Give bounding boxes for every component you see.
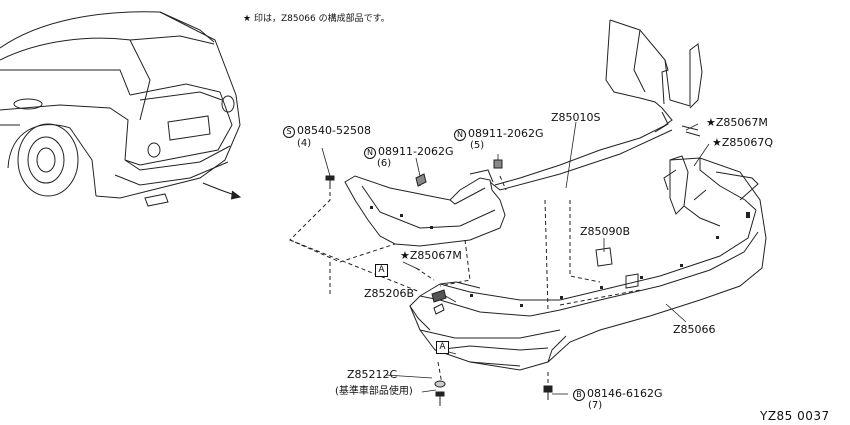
part-number: Z85010S	[551, 111, 601, 124]
part-number: Z85090B	[580, 225, 631, 238]
part-number: Z85067Q	[721, 136, 774, 149]
part-number: 08911-2062G	[378, 145, 454, 158]
part-number: 08540-52508	[297, 124, 371, 137]
callout-z85010s[interactable]: Z85010S	[551, 112, 601, 124]
n-circle-icon: N	[364, 147, 376, 159]
part-number: Z85067M	[409, 249, 462, 262]
part-number: Z85067M	[715, 116, 768, 129]
callout-z85067m-left[interactable]: ★Z85067M	[400, 250, 462, 262]
diagram-code: YZ85 0037	[760, 409, 830, 423]
component-note: ★ 印は，Z85066 の構成部品です。	[243, 13, 390, 25]
reference-box-a: A	[436, 341, 449, 354]
star-icon: ★	[706, 116, 716, 129]
note-text: 印は，Z85066 の構成部品です。	[253, 14, 390, 24]
b-circle-icon: B	[573, 389, 585, 401]
part-number: 08146-6162G	[587, 387, 663, 400]
car-illustration	[0, 11, 241, 207]
callout-z85066[interactable]: Z85066	[673, 324, 716, 336]
callout-z85067q[interactable]: ★Z85067Q	[712, 137, 773, 149]
bumper-main	[409, 157, 767, 371]
fascia-upper	[489, 19, 703, 191]
quantity: (6)	[377, 158, 392, 169]
part-number: Z85212C	[347, 368, 398, 381]
star-icon: ★	[400, 249, 410, 262]
callout-z85090b[interactable]: Z85090B	[580, 226, 630, 238]
quantity: (5)	[470, 140, 485, 151]
standard-part-note: (基準車部品使用)	[335, 386, 413, 397]
part-number: Z85066	[673, 323, 716, 336]
quantity: (4)	[297, 138, 312, 149]
callout-z85206b[interactable]: Z85206B	[364, 288, 414, 300]
bracket-right	[663, 155, 689, 215]
part-number: 08911-2062G	[468, 127, 544, 140]
callout-z85212c[interactable]: Z85212C	[347, 369, 397, 381]
star-icon: ★	[243, 14, 252, 24]
star-icon: ★	[712, 136, 722, 149]
reference-box-a: A	[375, 264, 388, 277]
part-number: Z85206B	[364, 287, 415, 300]
n-circle-icon: N	[454, 129, 466, 141]
callout-z85067m-right[interactable]: ★Z85067M	[706, 117, 768, 129]
s-circle-icon: S	[283, 126, 295, 138]
quantity: (7)	[588, 400, 603, 411]
bracket-left	[344, 169, 506, 247]
screw-08540	[325, 175, 335, 188]
